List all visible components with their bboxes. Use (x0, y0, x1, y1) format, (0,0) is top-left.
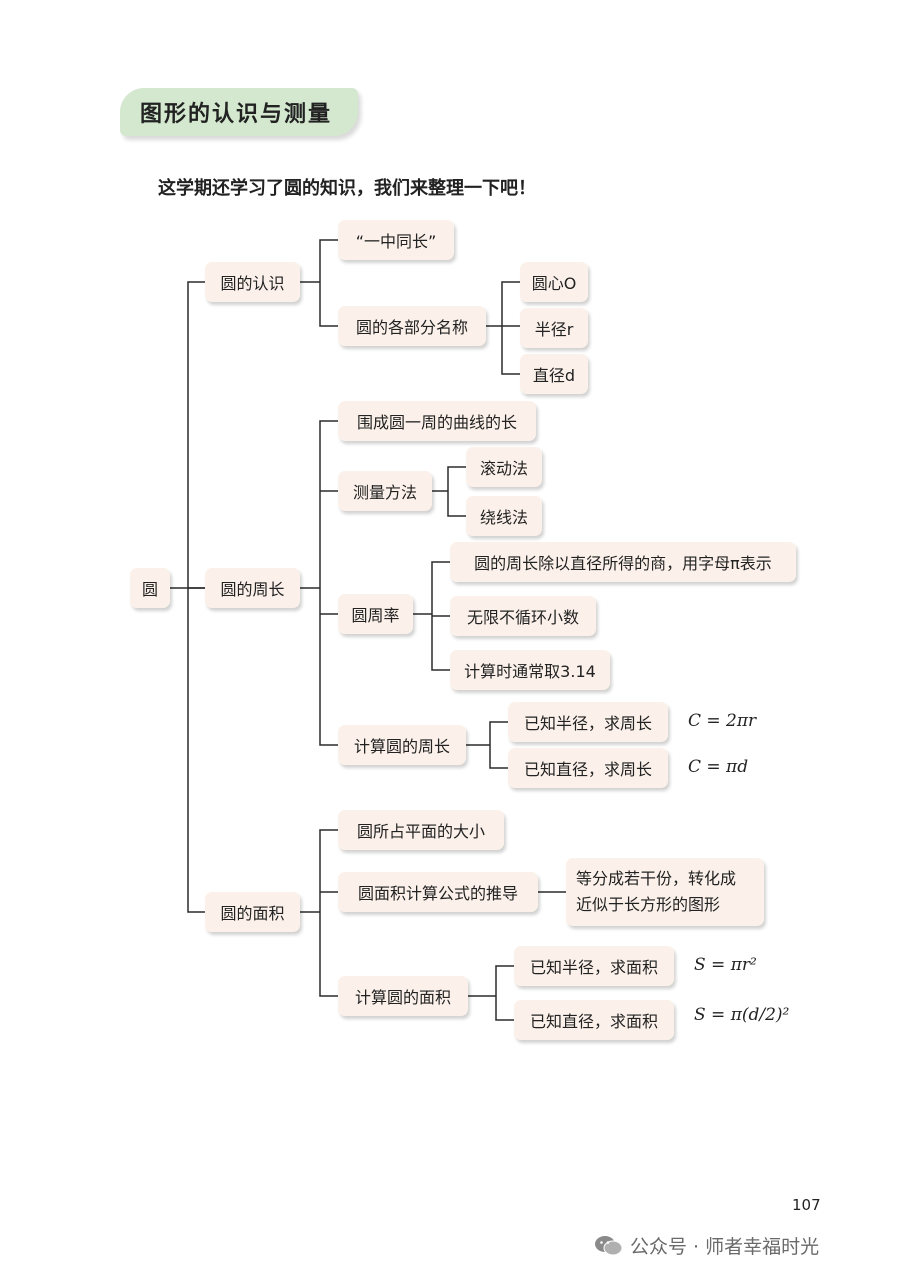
node-curve-length: 围成圆一周的曲线的长 (338, 401, 536, 441)
node-known-diameter-perimeter: 已知直径，求周长 (508, 748, 668, 788)
node-pi: 圆周率 (338, 594, 413, 634)
node-rolling: 滚动法 (466, 447, 542, 487)
node-diameter: 直径d (520, 354, 588, 394)
node-wrapping: 绕线法 (466, 496, 542, 536)
formula-area-diameter: S = π(d/2)² (694, 1005, 790, 1025)
watermark-text: 公众号 · 师者幸福时光 (630, 1236, 820, 1258)
derivation-detail-line-2: 近似于长方形的图形 (576, 895, 721, 914)
node-recognition: 圆的认识 (205, 262, 300, 302)
node-yizhong-tongchang: “一中同长” (338, 220, 454, 260)
node-circle-root: 圆 (130, 568, 170, 608)
formula-perimeter-diameter: C = πd (688, 757, 749, 777)
node-calc-area: 计算圆的面积 (338, 976, 468, 1016)
node-calc-perimeter: 计算圆的周长 (338, 725, 466, 765)
node-area-derivation: 圆面积计算公式的推导 (338, 872, 538, 912)
formula-area-radius: S = πr² (694, 955, 757, 975)
section-title: 图形的认识与测量 (120, 88, 358, 136)
node-measure-methods: 测量方法 (338, 471, 432, 511)
intro-text: 这学期还学习了圆的知识，我们来整理一下吧！ (158, 178, 536, 199)
wechat-icon (594, 1234, 624, 1258)
formula-perimeter-radius: C = 2πr (688, 711, 757, 731)
watermark: 公众号 · 师者幸福时光 (594, 1232, 819, 1259)
node-area: 圆的面积 (205, 892, 300, 932)
derivation-detail-line-1: 等分成若干份，转化成 (576, 869, 737, 888)
node-known-diameter-area: 已知直径，求面积 (514, 1000, 674, 1040)
node-area-definition: 圆所占平面的大小 (338, 810, 504, 850)
node-pi-approx: 计算时通常取3.14 (450, 650, 610, 690)
node-pi-infinite: 无限不循环小数 (450, 596, 596, 636)
node-derivation-detail: 等分成若干份，转化成 近似于长方形的图形 (566, 858, 764, 926)
node-center: 圆心O (520, 262, 588, 302)
node-known-radius-area: 已知半径，求面积 (514, 946, 674, 986)
node-perimeter: 圆的周长 (205, 568, 300, 608)
node-pi-definition: 圆的周长除以直径所得的商，用字母π表示 (450, 542, 796, 582)
node-radius: 半径r (520, 308, 588, 348)
page-number: 107 (792, 1196, 821, 1214)
node-parts-names: 圆的各部分名称 (338, 306, 486, 346)
node-known-radius-perimeter: 已知半径，求周长 (508, 702, 668, 742)
